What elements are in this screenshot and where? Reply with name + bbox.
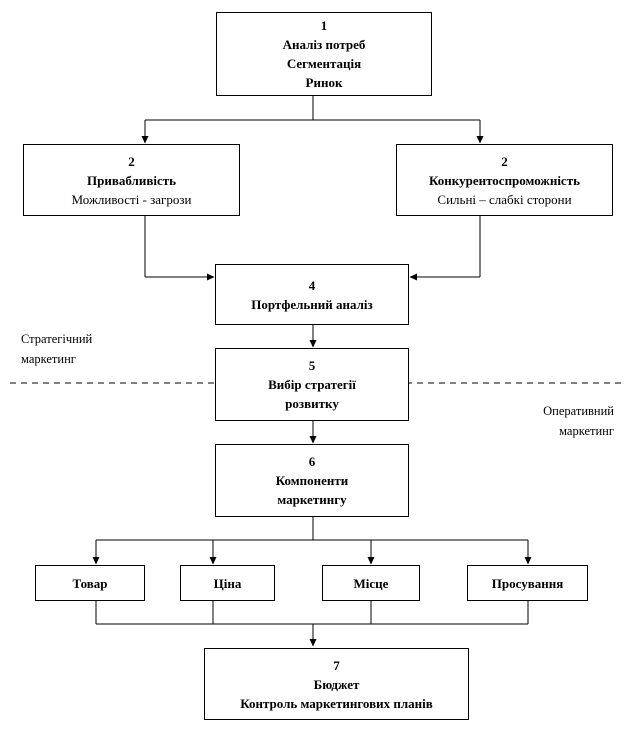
components-line-2: маркетингу: [277, 492, 347, 507]
needs-number: 1: [320, 18, 328, 33]
needs-line-3: Ринок: [305, 75, 343, 90]
price-box: Ціна: [180, 565, 275, 601]
budget-number: 7: [333, 657, 340, 673]
connector-components-split: [96, 517, 528, 541]
attract-line-2: Можливості - загрози: [71, 191, 192, 207]
strategy-number: 5: [308, 358, 316, 373]
connector-needs-split: [145, 95, 480, 121]
compet-line-2: Сильні – слабкі сторони: [437, 191, 572, 207]
product-label: Товар: [72, 575, 108, 591]
budget-line-1: Бюджет: [313, 676, 360, 692]
strategic-label-line-2: маркетинг: [21, 352, 76, 366]
price-label: Ціна: [213, 575, 242, 591]
components-line-1: Компоненти: [275, 473, 349, 488]
portfolio-number: 4: [308, 277, 316, 293]
compet-number: 2: [501, 153, 508, 169]
portfolio-analysis-box: 4 Портфельний аналіз: [215, 264, 409, 325]
strategic-label-line-1: Стратегічний: [21, 332, 93, 346]
promotion-box: Просування: [467, 565, 588, 601]
promotion-label: Просування: [491, 575, 564, 591]
marketing-components-box: 6 Компоненти маркетингу: [215, 444, 409, 517]
budget-line-2: Контроль маркетингових планів: [240, 695, 433, 711]
attractiveness-box: 2 Привабливість Можливості - загрози: [23, 144, 240, 216]
operational-marketing-label: Оперативний маркетинг: [543, 401, 614, 441]
connector-mix-join: [95, 601, 529, 625]
competitiveness-box: 2 Конкурентоспроможність Сильні – слабкі…: [396, 144, 613, 216]
strategy-choice-box: 5 Вибір стратегії розвитку: [215, 348, 409, 421]
strategy-line-2: розвитку: [285, 396, 339, 411]
operational-label-line-2: маркетинг: [559, 424, 614, 438]
components-number: 6: [308, 454, 316, 469]
place-label: Місце: [353, 575, 389, 591]
needs-line-1: Аналіз потреб: [282, 37, 366, 52]
attract-number: 2: [128, 153, 135, 169]
attract-line-1: Привабливість: [87, 172, 176, 188]
strategic-marketing-label: Стратегічний маркетинг: [21, 329, 92, 369]
operational-label-line-1: Оперативний: [543, 404, 614, 418]
product-box: Товар: [35, 565, 145, 601]
needs-line-2: Сегментація: [286, 56, 362, 71]
compet-line-1: Конкурентоспроможність: [429, 172, 580, 188]
place-box: Місце: [322, 565, 420, 601]
strategy-line-1: Вибір стратегії: [268, 377, 356, 392]
portfolio-line-1: Портфельний аналіз: [251, 296, 373, 312]
budget-box: 7 Бюджет Контроль маркетингових планів: [204, 648, 469, 720]
needs-analysis-box: 1 Аналіз потреб Сегментація Ринок: [216, 12, 432, 96]
